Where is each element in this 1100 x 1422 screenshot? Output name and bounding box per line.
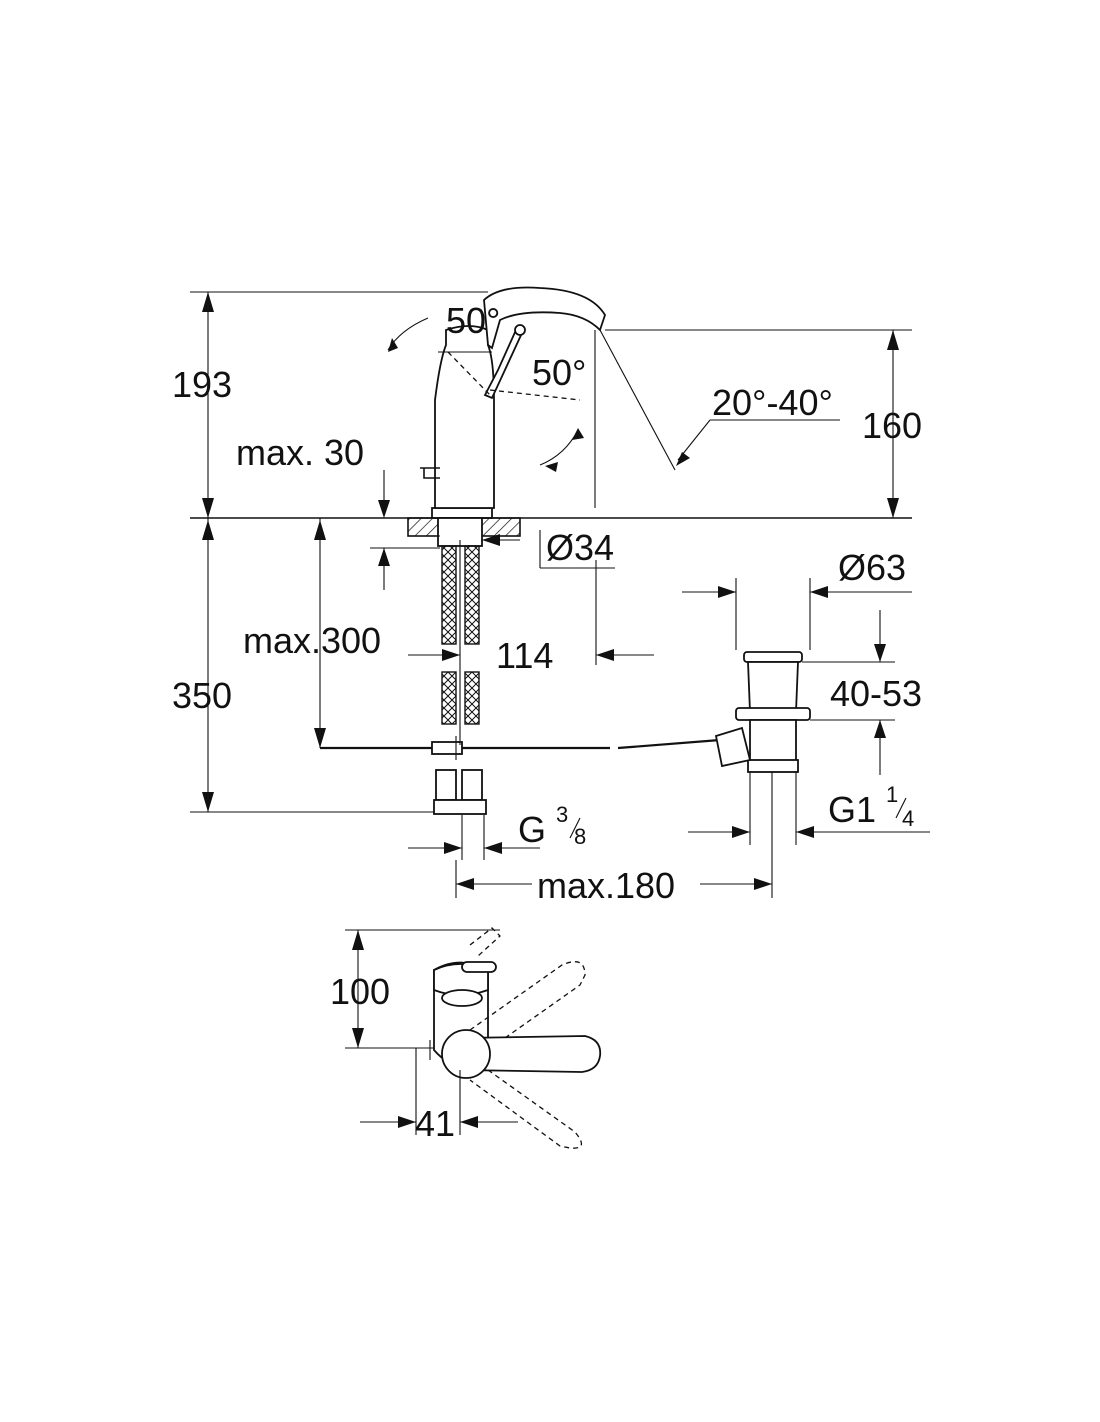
dimension-lines (190, 291, 930, 898)
label-diameter-34: Ø34 (546, 527, 614, 568)
label-max-180: max.180 (537, 865, 675, 906)
connector-right (461, 769, 483, 801)
label-41: 41 (415, 1103, 455, 1144)
svg-text:4: 4 (902, 806, 914, 831)
label-100: 100 (330, 971, 390, 1012)
label-40-53: 40-53 (830, 673, 922, 714)
popup-knob (420, 467, 440, 479)
plan-view (345, 927, 602, 1149)
dimension-labels: 193 160 50° 50° 20°-40° max. 30 Ø34 Ø63 … (172, 300, 922, 1144)
label-160: 160 (862, 405, 922, 446)
hose-left (441, 545, 457, 645)
connector-left (435, 769, 457, 801)
svg-text:G: G (518, 809, 546, 850)
label-angle-lever-side: 50° (532, 352, 586, 393)
waste-cap (743, 651, 803, 663)
waste-nut (735, 707, 811, 721)
faucet-base (431, 507, 493, 519)
lever-ghost-back (447, 351, 491, 396)
svg-text:1: 1 (886, 782, 898, 807)
label-max-300: max.300 (243, 620, 381, 661)
label-diameter-63: Ø63 (838, 547, 906, 588)
waste-pivot (714, 726, 752, 768)
plan-lever-ghost-up (469, 961, 586, 1051)
lever-ghost-down (489, 389, 581, 401)
label-max-30: max. 30 (236, 432, 364, 473)
svg-text:G1: G1 (828, 789, 876, 830)
label-114: 114 (496, 635, 553, 676)
label-350: 350 (172, 675, 232, 716)
svg-text:8: 8 (574, 824, 586, 849)
hose-right (464, 545, 480, 645)
label-angle-spout: 20°-40° (712, 382, 833, 423)
label-193: 193 (172, 364, 232, 405)
label-g-3-8: G 3 8 (518, 802, 586, 850)
faucet-side-view (190, 286, 912, 519)
plan-lever-top (461, 961, 497, 973)
faucet-body (434, 325, 495, 509)
label-angle-lever-top: 50° (446, 300, 500, 341)
waste-assembly (714, 651, 811, 845)
plan-lever-ghost-down (469, 1069, 582, 1149)
label-g1-1-4: G1 1 4 (828, 782, 914, 831)
svg-text:3: 3 (556, 802, 568, 827)
under-counter-assembly (320, 517, 721, 815)
spout (483, 286, 606, 350)
plan-handle (461, 1035, 602, 1073)
